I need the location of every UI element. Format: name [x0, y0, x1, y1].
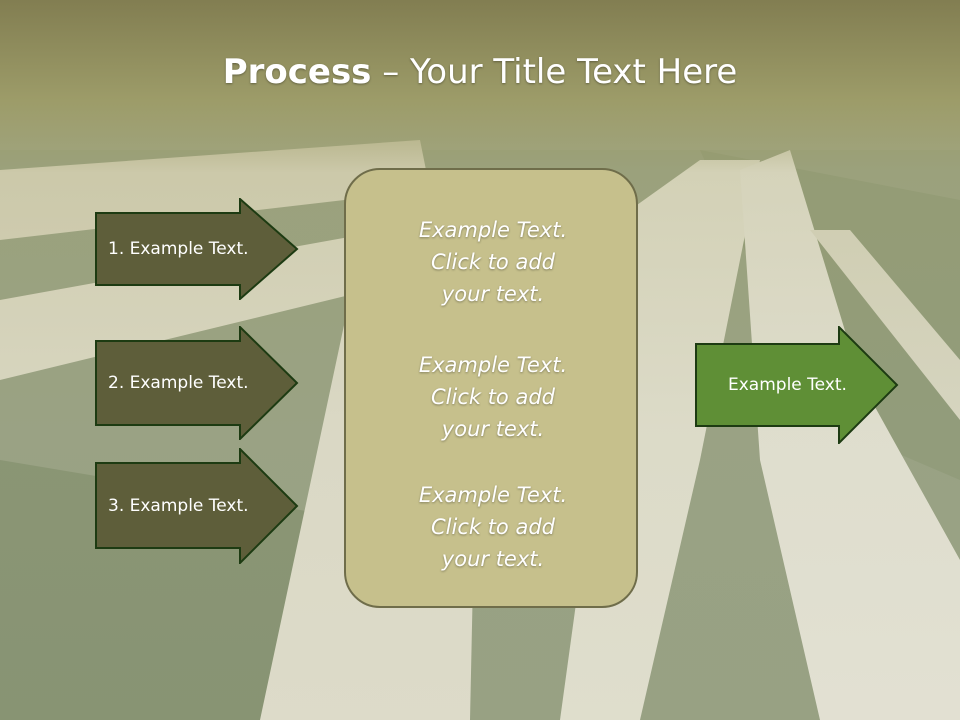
left-arrow-label-2: 2. Example Text.: [108, 373, 249, 393]
paragraph-3-line-1: Example Text.: [418, 483, 568, 507]
arrow-shape-3: [95, 448, 299, 564]
paragraph-3-line-2: Click to add: [430, 515, 555, 539]
left-arrow-2[interactable]: 2. Example Text.: [95, 326, 299, 440]
paragraph-1-line-1: Example Text.: [418, 218, 568, 242]
left-arrow-1[interactable]: 1. Example Text.: [95, 198, 299, 300]
center-paragraph-1: Example Text. Click to add your text.: [346, 214, 640, 310]
right-arrow-shape: [695, 326, 899, 444]
left-arrow-label-1: 1. Example Text.: [108, 239, 249, 259]
right-arrow[interactable]: Example Text.: [695, 326, 899, 444]
right-arrow-label: Example Text.: [728, 375, 847, 395]
title-bold-text: Process: [222, 52, 372, 92]
paragraph-1-line-3: your text.: [441, 282, 545, 306]
center-text-box[interactable]: Example Text. Click to add your text. Ex…: [344, 168, 638, 608]
center-paragraph-3: Example Text. Click to add your text.: [346, 479, 640, 575]
center-paragraph-2: Example Text. Click to add your text.: [346, 349, 640, 445]
left-arrow-label-3: 3. Example Text.: [108, 495, 249, 516]
arrow-shape-1: [95, 198, 299, 300]
paragraph-2-line-1: Example Text.: [418, 353, 568, 377]
slide-title[interactable]: Process – Your Title Text Here: [0, 52, 960, 92]
paragraph-2-line-3: your text.: [441, 417, 545, 441]
left-arrow-3[interactable]: 3. Example Text.: [95, 448, 299, 564]
arrow-shape-2: [95, 326, 299, 440]
title-rest-text: – Your Title Text Here: [371, 52, 738, 92]
paragraph-2-line-2: Click to add: [430, 385, 555, 409]
paragraph-1-line-2: Click to add: [430, 250, 555, 274]
paragraph-3-line-3: your text.: [441, 547, 545, 571]
